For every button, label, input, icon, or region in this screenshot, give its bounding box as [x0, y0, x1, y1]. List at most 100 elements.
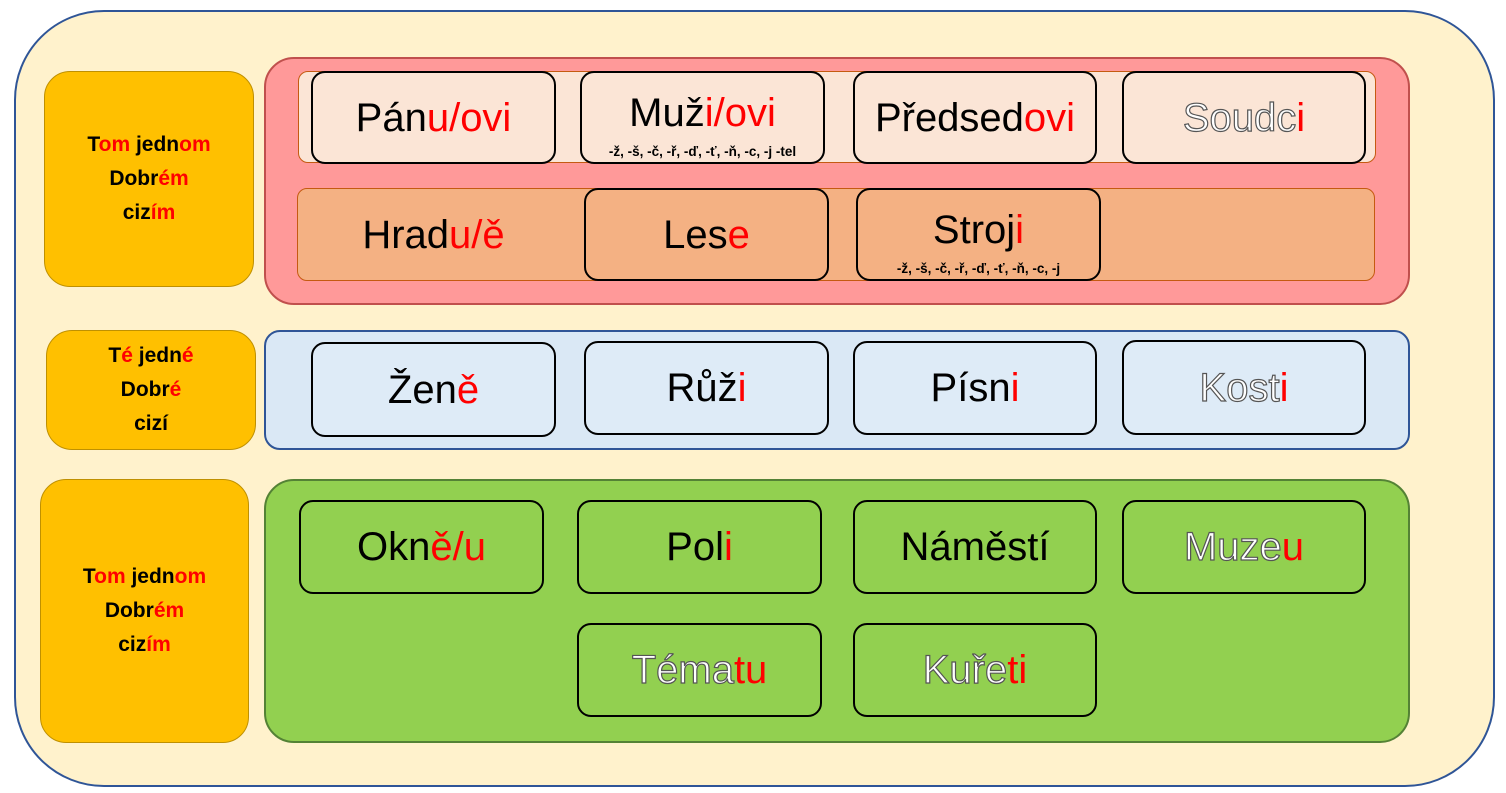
word-card-muze: Muzeu — [1122, 500, 1366, 594]
word: Muzeu — [1183, 524, 1305, 569]
word-ending: ovi — [1023, 95, 1076, 140]
word-stem: Muž — [629, 90, 705, 135]
word-card-okn: Okně/u — [299, 500, 544, 594]
masculine-inanimate-strip — [297, 188, 1375, 281]
word-stem: Okn — [357, 525, 431, 569]
word: Náměstí — [901, 525, 1050, 569]
word: Ženě — [388, 368, 479, 412]
label-ending: om — [94, 565, 126, 588]
word-stem: Kuře — [922, 647, 1008, 692]
label-line: cizí — [134, 407, 168, 441]
word-stem: Písn — [930, 366, 1011, 410]
word-ending: i — [737, 366, 747, 410]
label-line: Tom jednom — [87, 128, 210, 162]
label-line: Dobré — [121, 373, 182, 407]
word-stem: Pol — [666, 525, 724, 569]
word: Kosti — [1199, 365, 1289, 410]
word-stem: Soudc — [1182, 95, 1297, 140]
word-ending: u/ovi — [426, 95, 512, 140]
word-stem: Pán — [355, 95, 427, 140]
word-card-les: Lese — [584, 188, 829, 281]
label-text: ciz — [122, 201, 151, 224]
word-card-písn: Písni — [853, 341, 1097, 435]
word-stem: Hrad — [362, 212, 450, 257]
word-stem: Muze — [1183, 524, 1282, 569]
word-stem: Kost — [1199, 365, 1280, 410]
label-ending: ím — [150, 201, 176, 224]
label-line: Tom jednom — [83, 560, 206, 594]
word-ending: i — [1015, 207, 1025, 252]
word: Pánu/ovi — [356, 96, 512, 140]
word-card-předsed: Předsedovi — [853, 71, 1097, 164]
label-ending: é — [121, 344, 133, 367]
word: Tématu — [631, 647, 768, 692]
label-line: Té jedné — [108, 339, 193, 373]
word-stem: Předsed — [874, 95, 1024, 140]
word: Poli — [666, 525, 733, 569]
word-ending: ě — [456, 367, 480, 412]
soft-consonant-note: -ž, -š, -č, -ř, -ď, -ť, -ň, -c, -j — [896, 261, 1061, 276]
label-ending: ím — [146, 633, 171, 656]
word-card-růž: Růži — [584, 341, 829, 435]
label-text: ciz — [118, 633, 147, 656]
word-ending: ti — [1007, 648, 1028, 692]
word-ending: i — [1010, 366, 1020, 410]
label-text: jedn — [132, 344, 182, 367]
word-ending: u/ě — [449, 212, 505, 257]
word-ending: tu — [733, 648, 768, 692]
label-text: Dobr — [104, 599, 154, 622]
label-ending: om — [174, 565, 207, 588]
label-ending: é — [169, 378, 182, 401]
label-ending: om — [98, 133, 131, 156]
word-card-pán: Pánu/ovi — [311, 71, 556, 164]
word-ending: ě/u — [430, 525, 486, 569]
word-card-stroj: Stroji -ž, -š, -č, -ř, -ď, -ť, -ň, -c, -j — [856, 188, 1101, 281]
word-stem: Stroj — [932, 207, 1016, 252]
label-ending: om — [179, 133, 211, 156]
label-text: jedn — [125, 565, 175, 588]
label-text: ciz — [134, 412, 163, 435]
word: Okně/u — [357, 525, 486, 569]
word: Muži/ovi — [629, 91, 776, 135]
label-text: Dobr — [109, 167, 159, 190]
label-line: cizím — [123, 196, 176, 230]
soft-consonant-note: -ž, -š, -č, -ř, -ď, -ť, -ň, -c, -j -tel — [608, 144, 797, 159]
word-ending: u — [1281, 525, 1305, 569]
word-card-žen: Ženě — [311, 342, 556, 437]
word: Lese — [663, 213, 750, 257]
word: Kuřeti — [922, 647, 1028, 692]
label-ending: é — [181, 344, 194, 367]
word-card-kuře: Kuřeti — [853, 623, 1097, 717]
word-ending: i — [1279, 365, 1289, 410]
word: Písni — [931, 366, 1020, 410]
word-ending: i — [723, 525, 733, 569]
word-ending: i/ovi — [704, 90, 776, 135]
word: Soudci — [1182, 95, 1306, 140]
word: Hradu/ě — [362, 213, 504, 257]
word-stem: Náměstí — [900, 525, 1050, 569]
label-text: Dobr — [120, 378, 170, 401]
label-line: cizím — [118, 628, 171, 662]
label-text: T — [108, 344, 122, 367]
word-stem: Les — [663, 212, 728, 257]
label-ending: ém — [158, 167, 189, 190]
label-text: T — [87, 133, 99, 156]
word-ending: i — [1296, 95, 1306, 140]
label-line: Dobrém — [105, 594, 184, 628]
word-card-hrad: Hradu/ě — [311, 188, 556, 281]
word: Předsedovi — [875, 96, 1075, 140]
label-text: T — [82, 565, 95, 588]
word-stem: Žen — [387, 367, 457, 412]
label-text: í — [162, 412, 168, 435]
word: Růži — [666, 366, 746, 410]
label-line: Dobrém — [109, 162, 188, 196]
label-ending: ém — [153, 599, 185, 622]
word-card-kost: Kosti — [1122, 340, 1366, 435]
word-card-náměstí: Náměstí — [853, 500, 1097, 594]
word: Stroji — [933, 208, 1024, 252]
word-card-téma: Tématu — [577, 623, 822, 717]
word-card-muž: Muži/ovi -ž, -š, -č, -ř, -ď, -ť, -ň, -c, … — [580, 71, 825, 164]
